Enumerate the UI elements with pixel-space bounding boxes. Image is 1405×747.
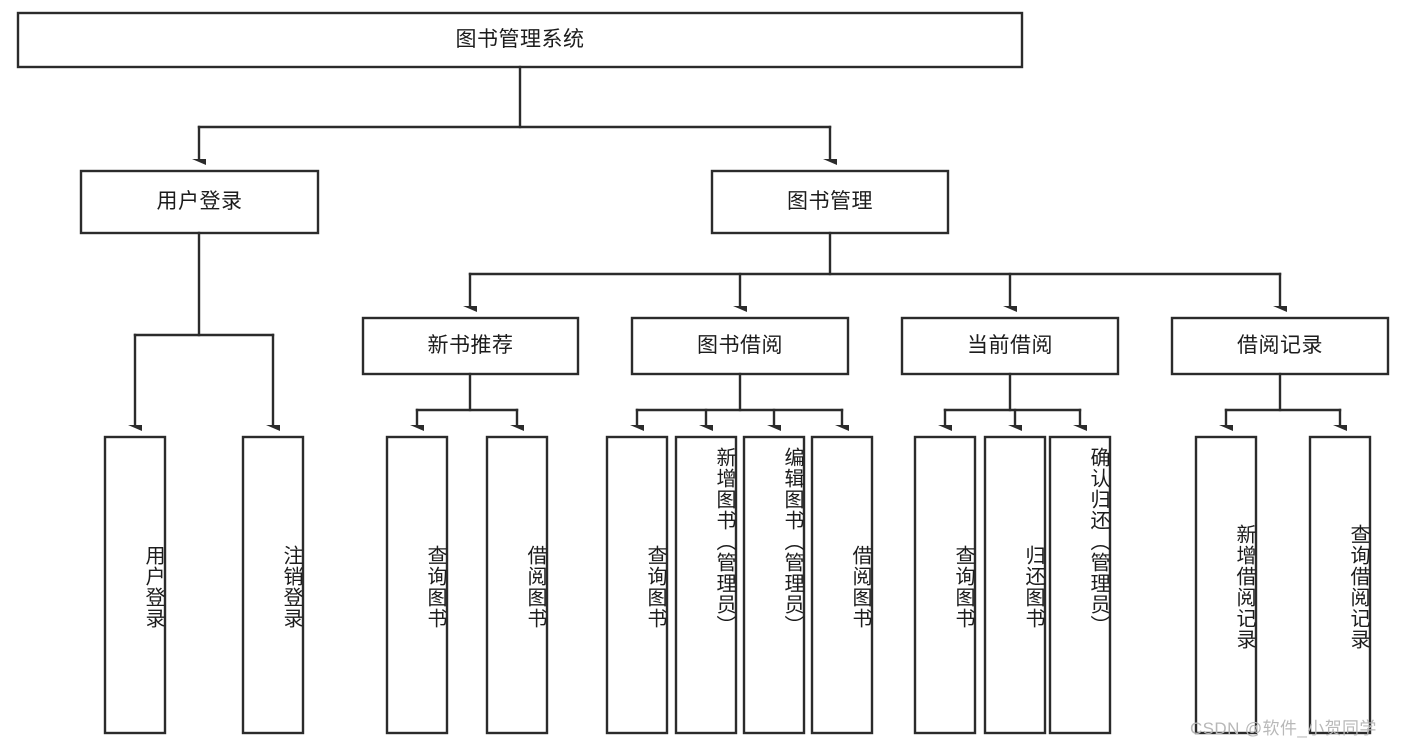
node-box-leaf-borrow-book-2[interactable] bbox=[810, 435, 874, 735]
node-box-leaf-add-book[interactable] bbox=[674, 435, 738, 735]
node-box-leaf-query-book-1[interactable] bbox=[385, 435, 449, 735]
connector-group-current-borrow bbox=[945, 372, 1080, 426]
node-box-leaf-add-record[interactable] bbox=[1194, 435, 1258, 735]
connector-group-new-book-recommend bbox=[417, 372, 517, 426]
node-box-leaf-borrow-book-1[interactable] bbox=[485, 435, 549, 735]
connector-group-book-management bbox=[470, 231, 1280, 307]
connector-group-book-borrow bbox=[637, 372, 842, 426]
node-box-current-borrow[interactable] bbox=[900, 316, 1120, 376]
watermark-csdn: CSDN @软件_小贺同学 bbox=[1190, 719, 1377, 738]
node-box-user-login[interactable] bbox=[79, 169, 320, 235]
node-box-book-borrow[interactable] bbox=[630, 316, 850, 376]
node-box-new-book-recommend[interactable] bbox=[361, 316, 580, 376]
node-box-leaf-user-login[interactable] bbox=[103, 435, 167, 735]
node-box-leaf-confirm-return[interactable] bbox=[1048, 435, 1112, 735]
connector-group-borrow-record bbox=[1226, 372, 1340, 426]
node-box-leaf-user-logout[interactable] bbox=[241, 435, 305, 735]
node-box-leaf-query-book-2[interactable] bbox=[605, 435, 669, 735]
node-box-leaf-edit-book[interactable] bbox=[742, 435, 806, 735]
node-box-leaf-return-book[interactable] bbox=[983, 435, 1047, 735]
connector-group-root bbox=[199, 65, 830, 160]
node-box-leaf-query-record[interactable] bbox=[1308, 435, 1372, 735]
node-box-borrow-record[interactable] bbox=[1170, 316, 1390, 376]
connector-group-user-login bbox=[135, 231, 273, 426]
node-box-leaf-query-book-3[interactable] bbox=[913, 435, 977, 735]
node-box-book-management[interactable] bbox=[710, 169, 950, 235]
node-box-root[interactable] bbox=[16, 11, 1024, 69]
